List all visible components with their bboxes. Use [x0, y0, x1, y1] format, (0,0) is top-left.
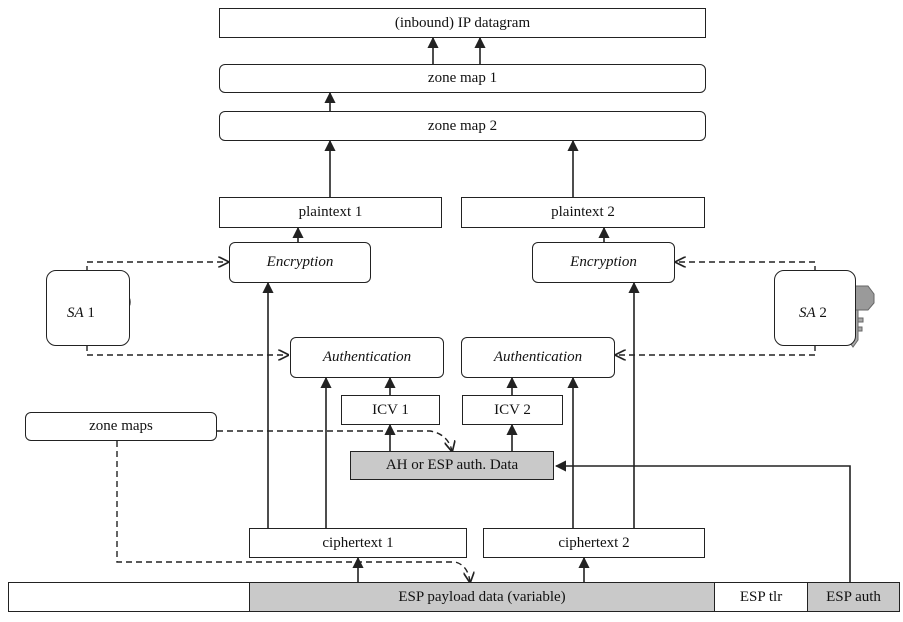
dash-sa2-auth	[616, 345, 816, 355]
dash-sa2-enc	[676, 262, 816, 282]
icv-2-box: ICV 2	[462, 395, 563, 425]
arrow-espauth-ad	[554, 460, 851, 582]
dash-sa1-auth	[86, 345, 288, 355]
zone-maps-box: zone maps	[25, 412, 217, 441]
sa-1-label: SA 1	[67, 305, 95, 321]
encryption-1-box: Encryption	[229, 242, 371, 283]
ip-datagram-box: (inbound) IP datagram	[219, 8, 706, 38]
ciphertext-1-box: ciphertext 1	[249, 528, 467, 558]
dash-zonemaps-payload	[116, 441, 470, 582]
sa-2-box: SA 2	[774, 270, 856, 346]
esp-tlr-box: ESP tlr	[714, 582, 808, 612]
plaintext-1-box: plaintext 1	[219, 197, 442, 228]
zone-map-1-box: zone map 1	[219, 64, 706, 93]
zone-map-2-box: zone map 2	[219, 111, 706, 141]
encryption-2-box: Encryption	[532, 242, 675, 283]
authentication-1-box: Authentication	[290, 337, 444, 378]
icv-1-box: ICV 1	[341, 395, 440, 425]
authentication-2-box: Authentication	[461, 337, 615, 378]
ciphertext-2-box: ciphertext 2	[483, 528, 705, 558]
packet-header-box	[8, 582, 250, 612]
dash-sa1-enc	[86, 262, 228, 282]
esp-auth-box: ESP auth	[807, 582, 900, 612]
sa-1-box: SA 1	[46, 270, 130, 346]
esp-payload-box: ESP payload data (variable)	[249, 582, 715, 612]
auth-data-box: AH or ESP auth. Data	[350, 451, 554, 480]
dash-zonemaps-ad	[217, 430, 452, 451]
sa-2-label: SA 2	[799, 305, 827, 321]
plaintext-2-box: plaintext 2	[461, 197, 705, 228]
